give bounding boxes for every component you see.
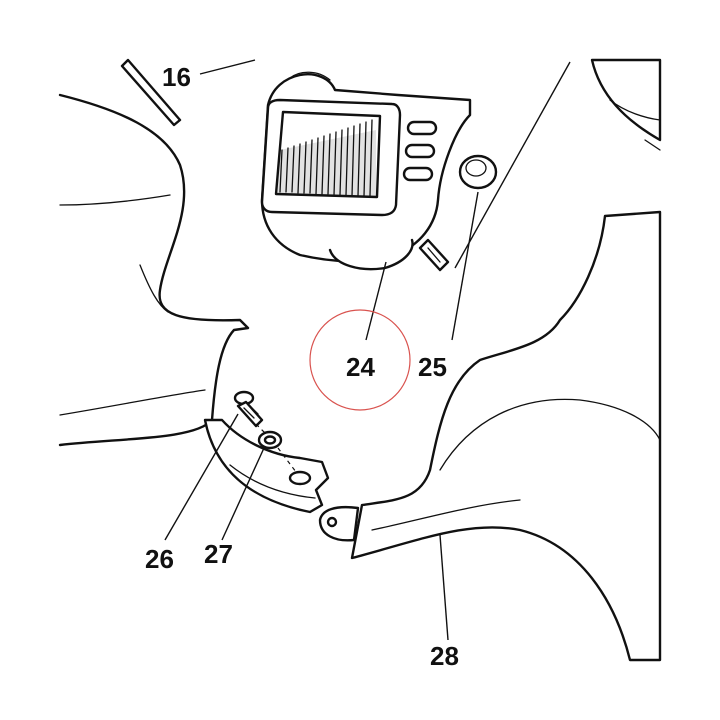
upper-right-component — [590, 58, 662, 151]
leader-upper-right — [454, 61, 571, 269]
leader-25 — [451, 191, 479, 341]
left-body-panel — [58, 93, 250, 447]
instrument-module-24 — [260, 71, 472, 272]
button-top — [406, 120, 438, 136]
callout-24-highlight — [309, 309, 411, 411]
leader-26 — [164, 413, 239, 541]
leader-28 — [439, 534, 449, 641]
callout-25: 25 — [418, 352, 447, 382]
trim-strip-16 — [120, 58, 182, 127]
right-panel-28 — [318, 210, 662, 662]
cap-25 — [458, 154, 498, 190]
leader-24 — [365, 261, 387, 341]
button-bottom — [402, 166, 434, 182]
callout-26: 26 — [145, 544, 174, 574]
screw-26 — [233, 390, 264, 428]
washer-27 — [257, 430, 283, 450]
leader-16 — [199, 59, 256, 75]
callout-27: 27 — [204, 539, 233, 569]
lower-bracket — [203, 418, 330, 514]
leader-27 — [221, 447, 265, 541]
assembly-dashed-lines — [255, 423, 297, 473]
callout-16: 16 — [162, 62, 191, 92]
callout-24: 24 — [346, 352, 375, 382]
leader-lines — [164, 59, 571, 641]
button-middle — [404, 143, 436, 159]
callout-28: 28 — [430, 641, 459, 671]
display-hatching — [279, 119, 373, 197]
